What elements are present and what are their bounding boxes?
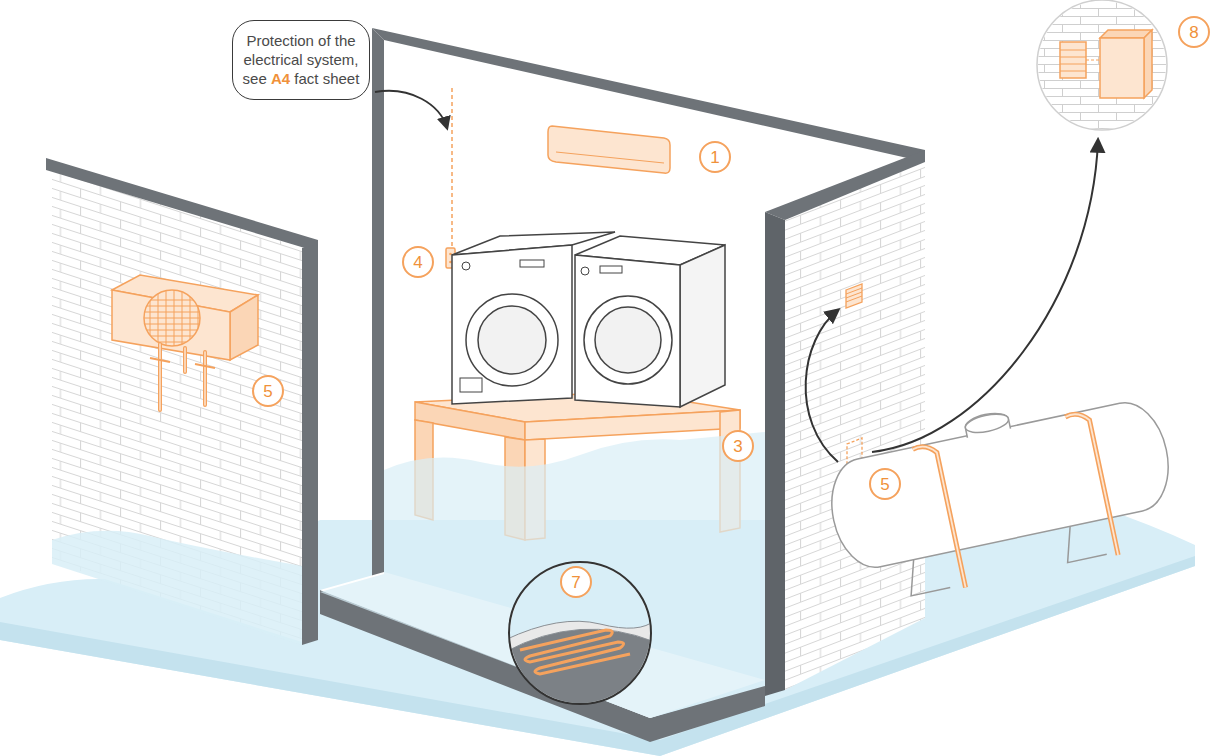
callout-text: Protection of the electrical system, see… (242, 31, 360, 89)
flood-water (320, 432, 765, 718)
callout-number-text: 3 (733, 438, 742, 455)
vent-cover-side (1144, 30, 1152, 98)
callout-number: 5 (869, 468, 901, 500)
grille-lines (150, 285, 198, 350)
detail-circle (509, 562, 651, 704)
vent-grille (1060, 42, 1086, 78)
brick-wall (785, 162, 925, 690)
detail-circle (1037, 0, 1167, 130)
refrigerant-pipe-core (160, 344, 205, 410)
vent-detail (1030, 0, 1180, 135)
control-knob (581, 267, 589, 275)
washing-machine (452, 232, 615, 404)
wall-edge (302, 244, 318, 645)
dryer (575, 236, 725, 407)
machine-front (575, 255, 680, 407)
callout-number: 3 (722, 430, 754, 462)
wall-bracket (150, 358, 215, 368)
vent-slats (846, 288, 862, 302)
cable-route (451, 88, 453, 246)
raised-platform (525, 410, 740, 440)
wall-edge (372, 28, 384, 594)
callout-number-text: 5 (263, 383, 272, 400)
callout-number: 5 (252, 375, 284, 407)
machine-front (452, 245, 572, 404)
callout-number-text: 8 (1189, 24, 1198, 41)
callout-arrow (375, 91, 447, 128)
anchor-strap (912, 411, 1118, 592)
outdoor-unit-front (112, 290, 230, 360)
vent-duct (1086, 60, 1100, 61)
tank-hatch-lid (964, 411, 1010, 436)
callout-number-text: 5 (880, 476, 889, 493)
tank-hatch (964, 410, 1011, 438)
machine-door (466, 294, 558, 386)
heating-pipe (520, 630, 630, 674)
floor-heating-detail (505, 560, 655, 712)
sheet-reference: A4 (271, 70, 290, 87)
callout-number: 7 (560, 566, 592, 598)
refrigerant-pipe (160, 344, 205, 410)
callout-number-text: 7 (571, 574, 580, 591)
raised-vent (846, 284, 862, 308)
machine-side (680, 245, 725, 407)
control-panel (600, 266, 622, 273)
machine-door (584, 296, 672, 384)
callout-bubble: Protection of the electrical system, see… (232, 20, 370, 100)
fan-grille-mesh (140, 285, 200, 350)
machine-glass (478, 306, 546, 374)
vent-cover (1100, 38, 1144, 98)
wall-top (46, 158, 318, 252)
air-conditioner-vent (556, 152, 664, 163)
callout-number: 4 (402, 246, 434, 278)
anchor-strap-core (912, 411, 1118, 592)
zoom-arrow (872, 140, 1098, 452)
callout-number-text: 1 (710, 149, 719, 166)
control-knob (462, 262, 470, 270)
wall-top (765, 150, 925, 220)
grille-lines (140, 300, 200, 342)
air-conditioner (548, 126, 670, 173)
fuel-tank (819, 379, 1186, 611)
machine-glass (595, 307, 661, 373)
tank-body (822, 396, 1177, 574)
outdoor-unit-side (230, 295, 258, 360)
wall-edge (765, 212, 785, 696)
callout-number: 1 (699, 141, 731, 173)
move-arrow (806, 310, 838, 462)
filter-hatch (460, 378, 482, 392)
vent-slats (1060, 50, 1086, 71)
brick-wall (1030, 0, 1180, 135)
control-panel (520, 260, 544, 267)
flood-water (52, 531, 302, 645)
callout-number-text: 4 (413, 254, 422, 271)
callout-number: 8 (1178, 16, 1210, 48)
